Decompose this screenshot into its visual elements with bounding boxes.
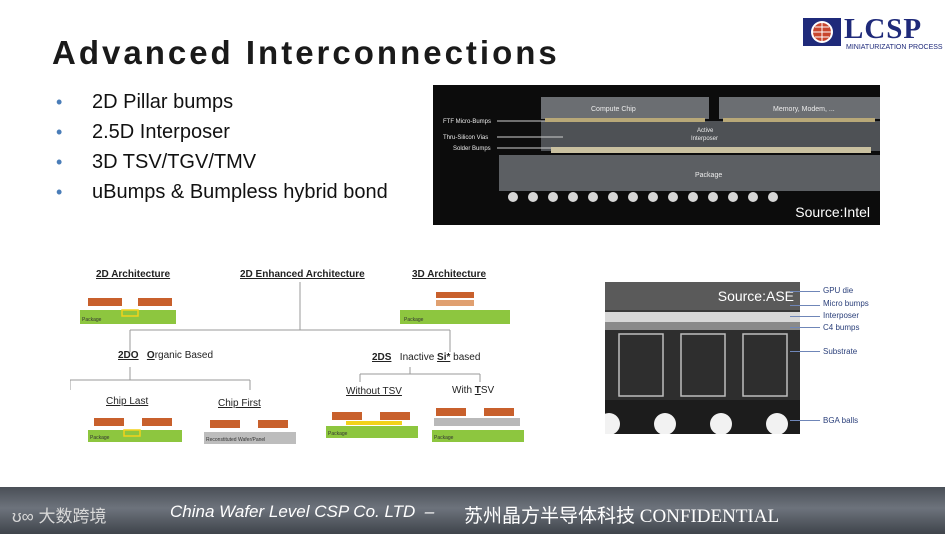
inactive-si-label: 2DS Inactive Si* based xyxy=(372,352,480,363)
package-label: Package xyxy=(434,435,454,441)
footer-bar: ʊ∞ 大数跨境 China Wafer Level CSP Co. LTD – … xyxy=(0,487,945,534)
watermark: ʊ∞ 大数跨境 xyxy=(12,502,107,527)
2ds-pre: Inactive xyxy=(400,352,437,363)
leader-line xyxy=(790,327,820,328)
interposer-label: Interposer xyxy=(691,136,718,142)
micro-bumps-label: Micro bumps xyxy=(823,299,869,308)
ase-cross-section-image: Source:ASE xyxy=(605,282,800,434)
interposer-label: Interposer xyxy=(823,311,859,320)
leader-line xyxy=(790,316,820,317)
2do-rest: rganic Based xyxy=(155,350,213,361)
organic-based-label: 2DO Organic Based xyxy=(118,350,213,361)
ase-source-caption: Source:ASE xyxy=(718,288,794,304)
leader-line xyxy=(790,305,820,306)
package-label: Package xyxy=(404,317,424,323)
chip-first-label: Chip First xyxy=(218,398,261,409)
globe-logo-icon xyxy=(802,16,842,48)
tsv-label: Thru-Silicon Vias xyxy=(443,135,488,141)
watermark-icon: ʊ∞ xyxy=(12,507,39,526)
2ds-si: Si* xyxy=(437,352,450,363)
arch-3d-label: 3D Architecture xyxy=(412,269,486,280)
logo-name: LCSP xyxy=(844,13,922,46)
with-tsv-label: With TSV xyxy=(452,385,494,396)
arch-2d-label: 2D Architecture xyxy=(96,269,170,280)
c4-bumps-label: C4 bumps xyxy=(823,323,859,332)
package-label: Package xyxy=(695,172,722,179)
reconstituted-label: Reconstituted Wafer/Panel xyxy=(206,437,265,443)
2ds-post: based xyxy=(450,352,480,363)
with-post: SV xyxy=(481,385,494,396)
2do-o: O xyxy=(147,350,155,361)
intel-package-image: Compute Chip Memory, Modem, ... FTF Micr… xyxy=(433,85,880,225)
chip-last-label: Chip Last xyxy=(106,396,148,407)
footer-company: China Wafer Level CSP Co. LTD – xyxy=(170,502,434,522)
footer-dash: – xyxy=(425,502,434,521)
slide-title: Advanced Interconnections xyxy=(52,34,560,72)
bullet-list: 2D Pillar bumps 2.5D Interposer 3D TSV/T… xyxy=(56,90,396,210)
bullet-item: 2D Pillar bumps xyxy=(56,90,396,115)
intel-source-caption: Source:Intel xyxy=(795,204,870,220)
chinese-company: 苏州晶方半导体科技 xyxy=(464,506,635,527)
active-label: Active xyxy=(697,128,714,134)
memory-label: Memory, Modem, ... xyxy=(773,106,835,113)
company-name: China Wafer Level CSP Co. LTD xyxy=(170,502,415,521)
leader-line xyxy=(790,420,820,421)
solder-label: Solder Bumps xyxy=(453,146,491,152)
package-label: Package xyxy=(328,431,348,437)
ftf-label: FTF Micro-Bumps xyxy=(443,119,491,125)
leader-line xyxy=(790,351,820,352)
package-label: Package xyxy=(90,435,110,441)
bullet-item: 2.5D Interposer xyxy=(56,120,396,145)
substrate-label: Substrate xyxy=(823,347,857,356)
confidential-label: CONFIDENTIAL xyxy=(640,506,779,527)
package-label: Package xyxy=(82,317,102,323)
watermark-text: 大数跨境 xyxy=(39,507,107,526)
leader-line xyxy=(790,291,820,292)
bullet-item: uBumps & Bumpless hybrid bond xyxy=(56,180,396,205)
2ds-code: 2DS xyxy=(372,352,391,363)
logo-tagline: MINIATURIZATION PROCESS xyxy=(846,44,943,51)
footer-confidential: 苏州晶方半导体科技 CONFIDENTIAL xyxy=(464,501,779,528)
bullet-item: 3D TSV/TGV/TMV xyxy=(56,150,396,175)
gpu-die-label: GPU die xyxy=(823,286,853,295)
bga-balls-label: BGA balls xyxy=(823,416,858,425)
2do-code: 2DO xyxy=(118,350,139,361)
compute-chip-label: Compute Chip xyxy=(591,106,636,113)
arch-2d-enhanced-label: 2D Enhanced Architecture xyxy=(240,269,365,280)
without-tsv-label: Without TSV xyxy=(346,386,402,397)
lcsp-logo: LCSP MINIATURIZATION PROCESS xyxy=(802,16,934,54)
with-pre: With xyxy=(452,385,475,396)
